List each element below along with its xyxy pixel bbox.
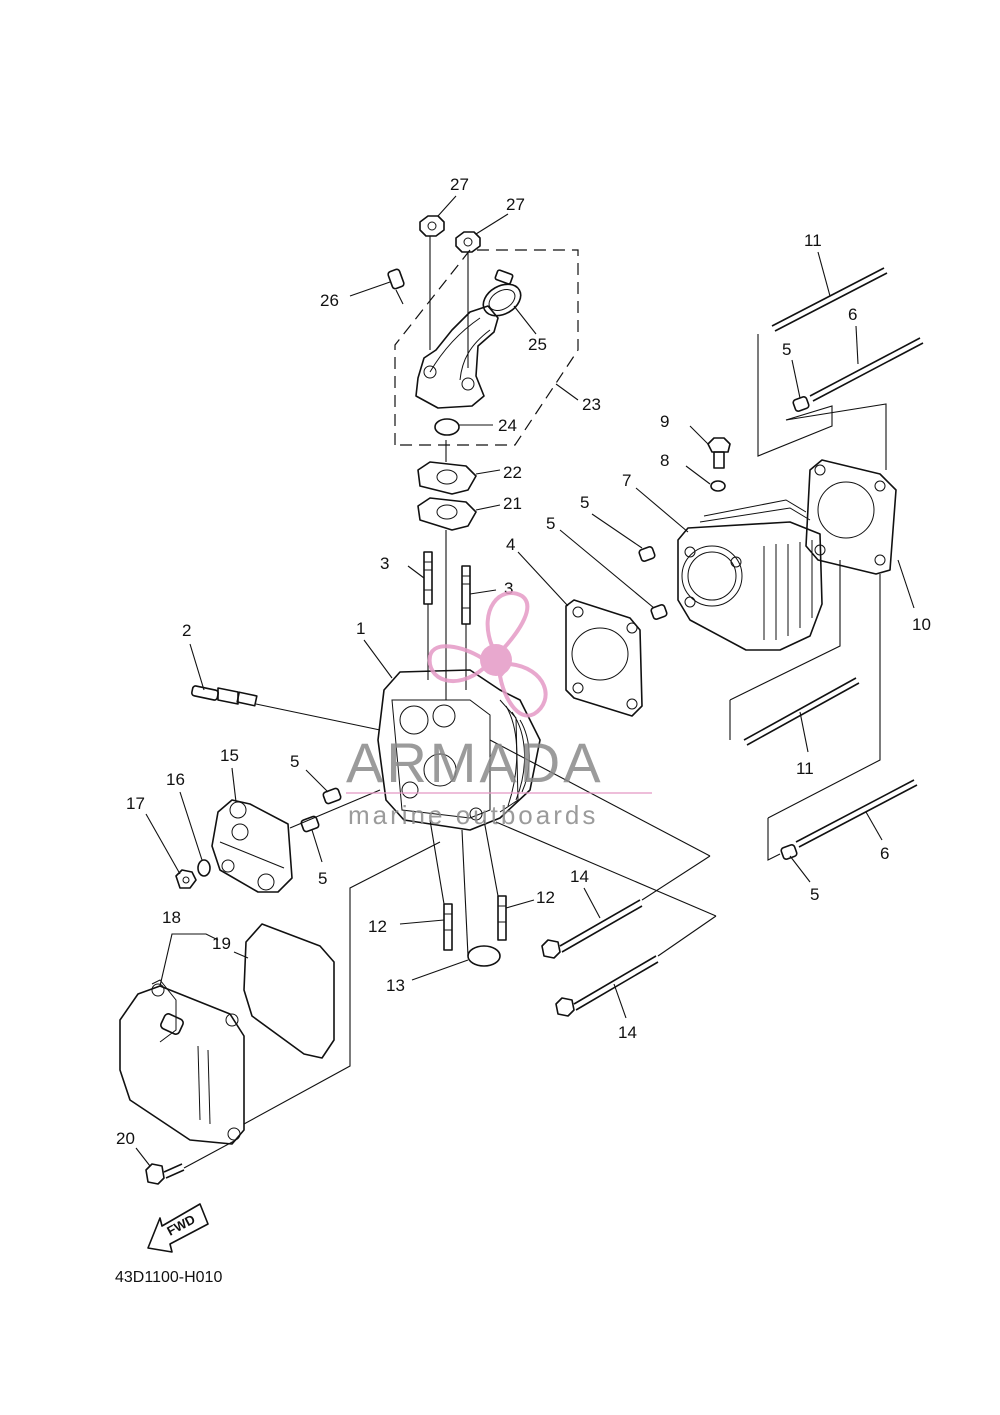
callout-13: 13: [386, 976, 405, 995]
dowel-pin-5-bottom: [780, 844, 798, 860]
callout-24: 24: [498, 416, 517, 435]
bolt-14-lower: [555, 955, 659, 1017]
callout-23: 23: [582, 395, 601, 414]
callout-16: 16: [166, 770, 185, 789]
cylinder-head-1: [377, 669, 541, 831]
fwd-label: FWD: [164, 1212, 197, 1239]
callout-20: 20: [116, 1129, 135, 1148]
washer-16: [197, 859, 211, 877]
nut-17: [175, 869, 197, 889]
washer-8: [710, 480, 726, 492]
stud-12-left: [429, 819, 453, 951]
callout-27-b: 27: [506, 195, 525, 214]
cam-holder-15: [211, 789, 381, 893]
stud-6-top: [809, 337, 924, 402]
callout-19: 19: [212, 934, 231, 953]
stud-3-right: [461, 565, 471, 690]
callout-14-a: 14: [570, 867, 589, 886]
fitting-26: [387, 268, 405, 305]
drawing-code: 43D1100-H010: [115, 1269, 222, 1286]
stud-12-right: [483, 819, 507, 941]
propeller-logo-icon: [427, 591, 548, 718]
callout-8: 8: [660, 451, 669, 470]
callout-22: 22: [503, 463, 522, 482]
nut-27-right: [455, 231, 481, 368]
callout-5-c: 5: [782, 340, 791, 359]
intake-manifold: [415, 305, 499, 409]
stud-6-bottom: [795, 779, 918, 848]
stud-11-bottom: [743, 677, 860, 746]
cylinder-base-gasket-10: [805, 459, 897, 575]
dowel-pin-5-top: [792, 396, 810, 412]
callout-25: 25: [528, 335, 547, 354]
watermark: ARMADA marine outboards: [346, 591, 652, 830]
callout-6-a: 6: [848, 305, 857, 324]
spark-plug-2: [191, 685, 381, 731]
callout-17: 17: [126, 794, 145, 813]
callout-12-b: 12: [536, 888, 555, 907]
callout-3-b: 3: [504, 579, 513, 598]
callout-5-f: 5: [290, 752, 299, 771]
callout-5-a: 5: [580, 493, 589, 512]
callout-26: 26: [320, 291, 339, 310]
dowel-pin-5-head-b: [300, 815, 320, 833]
watermark-brand: ARMADA: [346, 731, 604, 794]
callout-6-b: 6: [880, 844, 889, 863]
callout-3-a: 3: [380, 554, 389, 573]
o-ring-24: [434, 418, 460, 436]
callout-11-b: 11: [796, 759, 814, 778]
callout-12-a: 12: [368, 917, 387, 936]
callout-10: 10: [912, 615, 931, 634]
cylinder-7: [677, 499, 823, 651]
callout-18: 18: [162, 908, 181, 927]
bolt-14-upper: [541, 899, 643, 959]
callout-11-a: 11: [804, 231, 822, 250]
callout-5-e: 5: [810, 885, 819, 904]
stud-11-top: [771, 267, 888, 332]
callout-5-g: 5: [318, 869, 327, 888]
callout-21: 21: [503, 494, 522, 513]
cylinder-head-gasket-4: [565, 599, 643, 717]
o-ring-13: [467, 945, 501, 967]
callout-7: 7: [622, 471, 631, 490]
callout-14-b: 14: [618, 1023, 637, 1042]
callout-2: 2: [182, 621, 191, 640]
dowel-pin-5-a: [638, 546, 656, 562]
watermark-tagline: marine outboards: [348, 800, 598, 830]
bolt-9: [689, 425, 731, 469]
nut-27-left: [419, 215, 445, 350]
cover-gasket-19: [243, 923, 335, 1059]
bolt-20: [145, 1139, 237, 1185]
fwd-arrow-icon: FWD: [147, 1203, 209, 1253]
callout-1: 1: [356, 619, 365, 638]
spacer-22: [417, 461, 501, 495]
callout-27-a: 27: [450, 175, 469, 194]
dowel-pin-5-b: [650, 604, 668, 620]
callout-15: 15: [220, 746, 239, 765]
assembly-23-dashed-outline: [394, 249, 579, 446]
callout-5-b: 5: [546, 514, 555, 533]
callout-4: 4: [506, 535, 515, 554]
dowel-pin-5-head-a: [322, 787, 342, 805]
callout-9: 9: [660, 412, 669, 431]
gasket-21: [417, 497, 501, 531]
clamp-25: [482, 269, 522, 317]
cylinder-head-cover-18: [119, 979, 245, 1145]
